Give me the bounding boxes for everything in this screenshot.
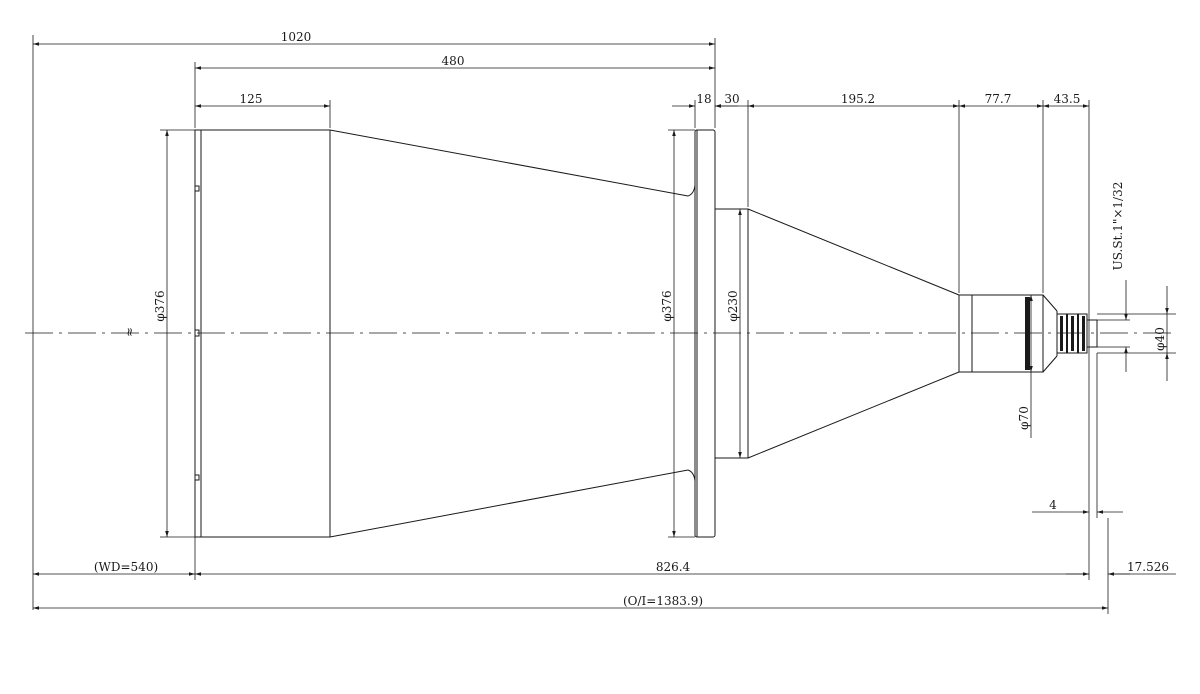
diameter-flange-label: φ376 [660, 290, 674, 321]
diameter-neck: φ230 [726, 209, 742, 458]
hood-screw-bottom [194, 474, 200, 481]
neck [714, 208, 749, 459]
dimension-lens-length-label: 826.4 [656, 560, 691, 574]
dimension-mount-label: 43.5 [1054, 92, 1081, 106]
dimension-barrel-label: 77.7 [985, 92, 1012, 106]
barrel-knurl [1025, 297, 1030, 370]
dimension-front-group-label: 480 [442, 54, 465, 68]
thread-callout: US.St.1"×1/32 [1097, 182, 1130, 372]
dimension-back-focus: 17.526 [1066, 518, 1176, 614]
hood-screw-center [194, 329, 200, 337]
mount-tip [1086, 319, 1098, 348]
dimension-working-distance: (WD=540) [33, 537, 196, 580]
dimension-hood-label: 125 [240, 92, 263, 106]
dimension-mount-offset-label: 4 [1049, 498, 1057, 512]
mount-thread-pattern [1060, 314, 1085, 353]
diameter-barrel-label: φ70 [1017, 406, 1031, 430]
barrel [958, 294, 1044, 373]
dimension-mount-offset: 4 [1032, 353, 1123, 518]
rear-cone-top [747, 208, 960, 296]
lens-body [194, 129, 1098, 538]
diameter-mount-label: φ40 [1153, 327, 1167, 351]
front-cone-bottom [329, 469, 689, 538]
diameter-front-label: φ376 [153, 290, 167, 321]
diameter-neck-label: φ230 [726, 290, 740, 321]
dimension-back-focus-label: 17.526 [1127, 560, 1169, 574]
flange [694, 129, 716, 538]
dimension-rear-cone-label: 195.2 [841, 92, 875, 106]
front-cone-top [329, 129, 689, 197]
thread-spec-label: US.St.1"×1/32 [1111, 182, 1125, 271]
diameter-flange: φ376 [660, 129, 695, 538]
axis-break-symbol: ≈ [123, 327, 137, 337]
hood-screw-top [194, 185, 200, 192]
dimension-rear-chain: 18 30 195.2 77.7 43.5 [672, 92, 1090, 580]
dimension-overall: 1020 [32, 30, 716, 610]
front-hood [194, 129, 331, 538]
rear-cone-bottom [747, 371, 960, 459]
diameter-barrel: φ70 [1017, 295, 1033, 438]
dimension-object-to-image: (O/I=1383.9) [33, 594, 1108, 610]
front-cone-top-fillet [687, 184, 696, 197]
dimension-lens-length: 826.4 [195, 560, 1089, 576]
dimension-overall-label: 1020 [281, 30, 312, 44]
dimension-neck-label: 30 [724, 92, 739, 106]
dimension-front-group: 480 [194, 54, 715, 128]
diameter-front: φ376 [153, 129, 195, 538]
mount-taper-top [1042, 294, 1058, 312]
dimension-working-distance-label: (WD=540) [94, 560, 158, 574]
front-cone-bottom-fillet [687, 469, 696, 482]
diameter-mount: φ40 [1097, 286, 1176, 381]
dimension-flange-label: 18 [696, 92, 711, 106]
dimension-object-to-image-label: (O/I=1383.9) [623, 594, 703, 608]
dimension-hood: 125 [195, 92, 331, 128]
mount-taper-bottom [1042, 355, 1058, 373]
